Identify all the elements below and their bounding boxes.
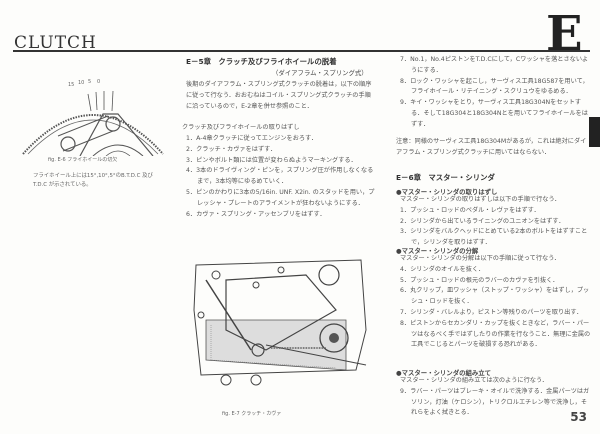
flywheel-illustration — [22, 90, 164, 156]
subsection-intro: マスター・シリンダの組み立ては次のように行なう． — [400, 377, 548, 384]
header-rule — [13, 50, 590, 52]
list-title: クラッチ及びフライホイールの取りはずし — [182, 124, 300, 131]
step-item: 5．ピンのかわりに3本の5/16in. UNF. X2in. のスタッドを用い，… — [186, 188, 375, 207]
step-list-continued: 7．No.1，No.4ピストンをT.D.Cにして，Cワッシャを落とさないようにす… — [400, 55, 592, 131]
subsection-title: ●マスター・シリンダの組み立て — [396, 369, 492, 377]
step-item: 4．3本のドライヴィング・ピンを，スプリング圧が作用しなくなるまで，3本均等にゆ… — [186, 167, 374, 186]
page-number: 53 — [570, 410, 587, 424]
flywheel-mark-10: 10 — [78, 80, 85, 86]
step-item: 5．プッシュ・ロッドの根元のラバーのカヴァを引抜く． — [400, 276, 559, 284]
section-intro: 後期のダイアフラム・スプリング式クラッチの脱着は，以下の順序に従って行なう．おお… — [186, 81, 372, 110]
subsection-body: マスター・シリンダの取りはずしは以下の手順で行なう． 1．プッシュ・ロッドのペダ… — [400, 195, 592, 249]
step-item: 3．シリンダをバルクヘッドにとめている2本のボルトをはずすことで，シリンダを取り… — [400, 228, 588, 247]
step-item: 6．カヴァ・スプリング・アッセンブリをはずす． — [186, 210, 326, 218]
subsection-intro: マスター・シリンダの分解は以下の手順に従って行なう． — [400, 255, 561, 262]
step-item: 8．ピストンからセカンダリ・カップを抜くときなど，ラバー・パーツはなるべく手では… — [400, 319, 591, 349]
thumb-index-tab — [589, 117, 600, 147]
figure-flywheel — [18, 86, 168, 156]
step-item: 2．クラッチ・カヴァをはずす． — [186, 145, 277, 153]
step-item: 7．No.1，No.4ピストンをT.D.Cにして，Cワッシャを落とさないようにす… — [400, 56, 589, 74]
step-item: 9．キイ・ワッシャをとり，サーヴィス工具18G304Nをセットする．そして18G… — [400, 99, 588, 128]
subsection-intro: マスター・シリンダの取りはずしは以下の手順で行なう． — [400, 196, 561, 203]
step-item: 7．シリンダ・バレルより，ピストン等残りのパーツを取り出す． — [400, 308, 583, 316]
step-item: 8．ロック・ワッシャを起こし，サーヴィス工具18G587を用いて，フライホイール… — [400, 77, 589, 96]
section-heading: E－5章 クラッチ及びフライホイールの脱着 — [186, 57, 337, 66]
step-item: 9．ラバー・パーツはブレーキ・オイルで洗浄する．金属パーツはガソリン，灯油（ケロ… — [400, 387, 590, 417]
subsection-body: マスター・シリンダの分解は以下の手順に従って行なう． 4．シリンダのオイルを抜く… — [400, 254, 592, 351]
step-item: 1．A-4章クラッチに従ってエンジンをおろす． — [186, 135, 318, 142]
section-subheading: （ダイアフラム・スプリング式） — [272, 69, 368, 77]
step-item: 6．丸クリップ，皿ワッシャ（ストップ・ワッシャ）をはずし，プッシュ・ロッドを抜く… — [400, 287, 590, 306]
flywheel-mark-5: 5 — [88, 79, 92, 85]
section-title: CLUTCH — [14, 33, 97, 53]
figure-caption: fig. E-6 フライホイールの切欠 — [48, 157, 118, 163]
step-item: 2．シリンダから出ているライニングのユニオンをはずす． — [400, 217, 565, 225]
step-item: 3．ピンやボルト類には位置が変わらぬようマーキングする． — [186, 156, 357, 164]
figure-note: フライホイール上には15°,10°,5°のB.T.D.C 及びT.D.C が示さ… — [33, 173, 153, 188]
subsection-body: マスター・シリンダの組み立ては次のように行なう． 9．ラバー・パーツはブレーキ・… — [400, 376, 592, 419]
section-heading: E－6章 マスター・シリンダ — [396, 173, 495, 182]
step-list: 1．A-4章クラッチに従ってエンジンをおろす． 2．クラッチ・カヴァをはずす． … — [186, 134, 378, 220]
subsection-title: ●マスター・シリンダの分解 — [396, 247, 479, 255]
step-item: 1．プッシュ・ロッドのペダル・レヴァをはずす． — [400, 206, 540, 214]
flywheel-mark-0: 0 — [97, 79, 101, 85]
flywheel-mark-15: 15 — [68, 82, 75, 88]
figure-caption: fig. E-7 クラッチ・カヴァ — [222, 411, 282, 417]
caution-note: 注意：同様のサーヴィス工具18G304Mがあるが，これは絶対にダイアフラム・スプ… — [396, 138, 587, 156]
clutch-cover-illustration — [193, 259, 367, 386]
subsection-title: ●マスター・シリンダの取りはずし — [396, 188, 498, 196]
figure-clutch-cover — [186, 250, 376, 390]
step-item: 4．シリンダのオイルを抜く． — [400, 265, 485, 273]
